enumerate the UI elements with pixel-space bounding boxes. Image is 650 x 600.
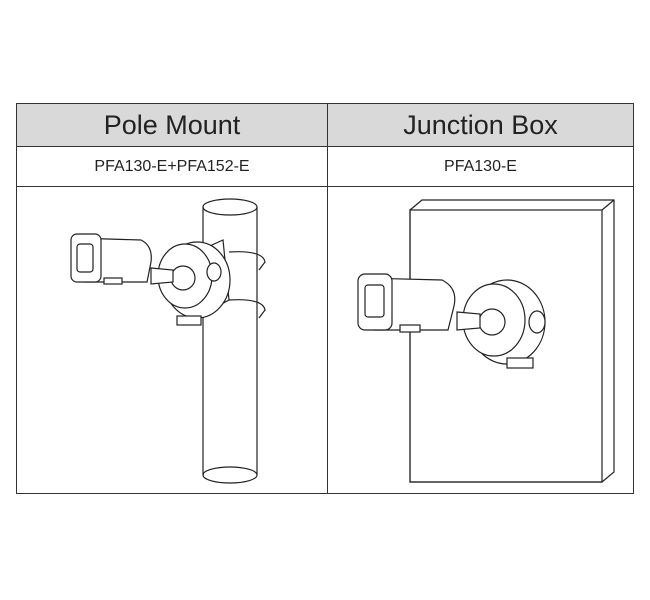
- pole-mount-illustration: [17, 187, 327, 493]
- model-junction-box: PFA130-E: [327, 147, 633, 187]
- header-junction-box: Junction Box: [327, 104, 633, 147]
- header-pole-mount: Pole Mount: [17, 104, 327, 147]
- junction-box-illustration: [327, 187, 634, 493]
- model-pole-mount: PFA130-E+PFA152-E: [17, 147, 327, 187]
- mount-table: Pole Mount Junction Box PFA130-E+PFA152-…: [16, 103, 634, 494]
